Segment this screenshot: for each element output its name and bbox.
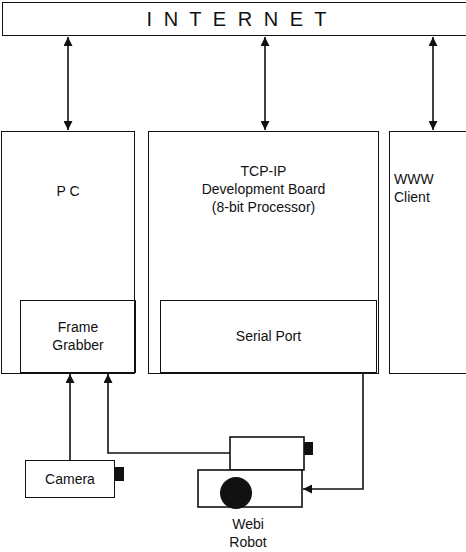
computer-box: P C Frame Grabber [1, 131, 135, 374]
camera-lens [115, 467, 124, 481]
box-label: Webi Robot [218, 515, 278, 551]
connector-arrow [69, 374, 71, 460]
box-label: WWW Client [394, 170, 444, 206]
box-label: Camera [26, 470, 114, 488]
client-box: WWW Client [389, 131, 466, 374]
robot-figure: Webi Robot [196, 435, 318, 552]
box-label: TCP-IP Development Board (8-bit Processo… [200, 162, 328, 216]
box-label: P C [38, 182, 98, 200]
frame-grabber-box: Frame Grabber [20, 300, 136, 373]
board-box: TCP-IP Development Board (8-bit Processo… [148, 131, 379, 374]
robot-wheel [220, 477, 252, 509]
robot-drawing [196, 435, 318, 515]
robot-camera-lens [304, 442, 313, 455]
camera-box: Camera [25, 460, 115, 498]
box-label: Frame Grabber [48, 318, 108, 354]
robot-camera-housing [230, 437, 304, 470]
connector-arrow [303, 373, 363, 489]
serial-port-box: Serial Port [160, 300, 377, 373]
connector-arrow [264, 37, 266, 130]
box-label: Serial Port [161, 327, 376, 345]
connector-arrow [432, 37, 434, 130]
connector-arrow [67, 37, 69, 130]
network-band: I N T E R N E T [2, 2, 466, 36]
connector-arrow [108, 374, 230, 453]
box-label: I N T E R N E T [3, 7, 466, 31]
